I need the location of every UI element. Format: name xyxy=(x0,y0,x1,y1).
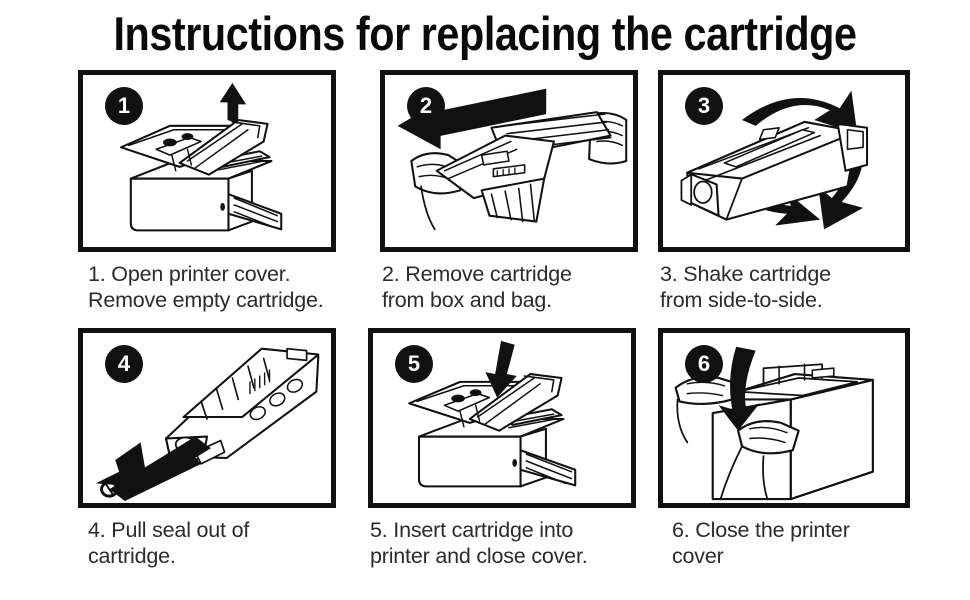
steps-grid: 1 xyxy=(0,70,970,586)
step-illustration-3: 3 xyxy=(658,70,910,252)
step-badge-4: 4 xyxy=(105,345,143,383)
step-caption-4: 4. Pull seal out of cartridge. xyxy=(88,518,250,568)
step-badge-3: 3 xyxy=(685,87,723,125)
step-illustration-2: 2 xyxy=(380,70,638,252)
insert-cartridge-icon xyxy=(408,340,577,488)
step-card-4: 4 xyxy=(78,328,336,569)
panel-inner-1 xyxy=(83,75,331,247)
down-arrow-glyph xyxy=(485,340,517,398)
steps-row-top: 1 xyxy=(0,70,970,328)
step-badge-2: 2 xyxy=(407,87,445,125)
step-caption-5: 5. Insert cartridge into printer and clo… xyxy=(370,518,588,568)
step-caption-3: 3. Shake cartridge from side-to-side. xyxy=(660,262,831,312)
step-illustration-1: 1 xyxy=(78,70,336,252)
step-card-6: 6 xyxy=(658,328,916,569)
down-left-arrow-glyph xyxy=(95,436,211,501)
step-card-1: 1 xyxy=(78,70,336,313)
up-arrow-glyph xyxy=(219,82,247,124)
step-caption-6: 6. Close the printer cover xyxy=(672,518,850,568)
step-card-2: 2 xyxy=(380,70,638,313)
close-cover-icon xyxy=(674,346,874,501)
panel-inner-4 xyxy=(83,333,331,503)
curved-down-arrow-glyph xyxy=(718,346,760,431)
pull-seal-icon xyxy=(95,347,320,501)
step-card-3: 3 xyxy=(658,70,916,313)
page-title: Instructions for replacing the cartridge xyxy=(113,7,857,60)
step-caption-1: 1. Open printer cover. Remove empty cart… xyxy=(88,262,324,312)
step-illustration-4: 4 xyxy=(78,328,336,508)
step-badge-1: 1 xyxy=(105,87,143,125)
step-illustration-6: 6 xyxy=(658,328,910,508)
cartridge-from-bag-icon xyxy=(397,88,628,231)
step-badge-6: 6 xyxy=(685,345,723,383)
steps-row-bottom: 4 xyxy=(0,328,970,586)
step-badge-5: 5 xyxy=(395,345,433,383)
shake-cartridge-icon xyxy=(680,90,869,230)
printer-open-cover-icon xyxy=(120,82,283,232)
step-caption-2: 2. Remove cartridge from box and bag. xyxy=(382,262,572,312)
step-card-5: 5 xyxy=(368,328,636,569)
seal-tab-ring xyxy=(100,480,119,498)
panel-inner-5 xyxy=(373,333,631,503)
step-illustration-5: 5 xyxy=(368,328,636,508)
